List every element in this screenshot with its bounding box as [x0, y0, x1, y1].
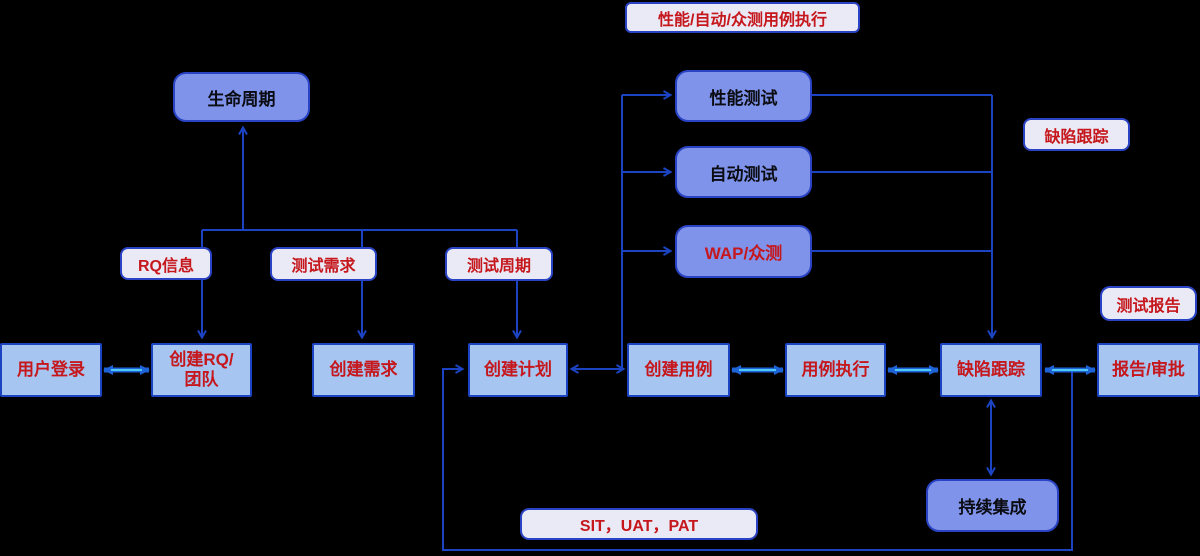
- node-continuous-integration: 持续集成: [926, 479, 1059, 532]
- node-lifecycle: 生命周期: [173, 72, 310, 122]
- node-create-plan-label: 创建计划: [484, 360, 552, 379]
- tag-rq-info: RQ信息: [120, 247, 212, 280]
- node-create-case-label: 创建用例: [644, 360, 713, 379]
- tag-test-report: 测试报告: [1100, 286, 1197, 321]
- node-lifecycle-label: 生命周期: [207, 89, 276, 109]
- tag-defect-tracking: 缺陷跟踪: [1023, 118, 1130, 151]
- node-create-rq-team-label-line2: 团队: [184, 370, 219, 389]
- node-create-rq-team-label-line1: 创建RQ/: [169, 350, 234, 369]
- node-user-login: 用户登录: [0, 343, 102, 397]
- node-auto-test-label: 自动测试: [709, 164, 778, 184]
- node-case-execution-label: 用例执行: [801, 360, 870, 379]
- node-defect-tracking: 缺陷跟踪: [940, 343, 1042, 397]
- tag-exec: 性能/自动/众测用例执行: [625, 2, 860, 33]
- node-create-case: 创建用例: [627, 343, 730, 397]
- connector-feedback-loop: [442, 364, 1073, 551]
- node-create-plan: 创建计划: [468, 343, 568, 397]
- tag-test-cycle: 测试周期: [445, 247, 553, 281]
- node-defect-tracking-label: 缺陷跟踪: [957, 360, 1025, 379]
- tag-sit-uat-pat: SIT，UAT，PAT: [520, 508, 758, 540]
- tag-exec-label: 性能/自动/众测用例执行: [658, 11, 827, 29]
- node-wap-crowd-test: WAP/众测: [675, 225, 812, 278]
- node-report-approval: 报告/审批: [1097, 343, 1200, 397]
- tag-rq-info-label: RQ信息: [137, 257, 194, 275]
- tag-sit-uat-pat-label: SIT，UAT，PAT: [579, 518, 699, 535]
- node-create-rq-team: 创建RQ/ 团队: [151, 343, 252, 397]
- node-perf-test: 性能测试: [675, 70, 812, 122]
- tag-test-requirement-label: 测试需求: [291, 258, 356, 275]
- node-case-execution: 用例执行: [785, 343, 886, 397]
- node-wap-crowd-test-label: WAP/众测: [704, 244, 783, 263]
- node-user-login-label: 用户登录: [17, 360, 85, 379]
- node-auto-test: 自动测试: [675, 146, 812, 198]
- node-create-requirement: 创建需求: [312, 343, 415, 397]
- node-perf-test-label: 性能测试: [709, 88, 778, 108]
- node-create-requirement-label: 创建需求: [329, 360, 398, 379]
- tag-test-cycle-label: 测试周期: [466, 258, 531, 275]
- node-continuous-integration-label: 持续集成: [958, 498, 1027, 517]
- tag-defect-tracking-label: 缺陷跟踪: [1044, 128, 1109, 146]
- tag-test-requirement: 测试需求: [270, 247, 377, 281]
- tag-test-report-label: 测试报告: [1116, 297, 1181, 315]
- node-report-approval-label: 报告/审批: [1112, 360, 1185, 379]
